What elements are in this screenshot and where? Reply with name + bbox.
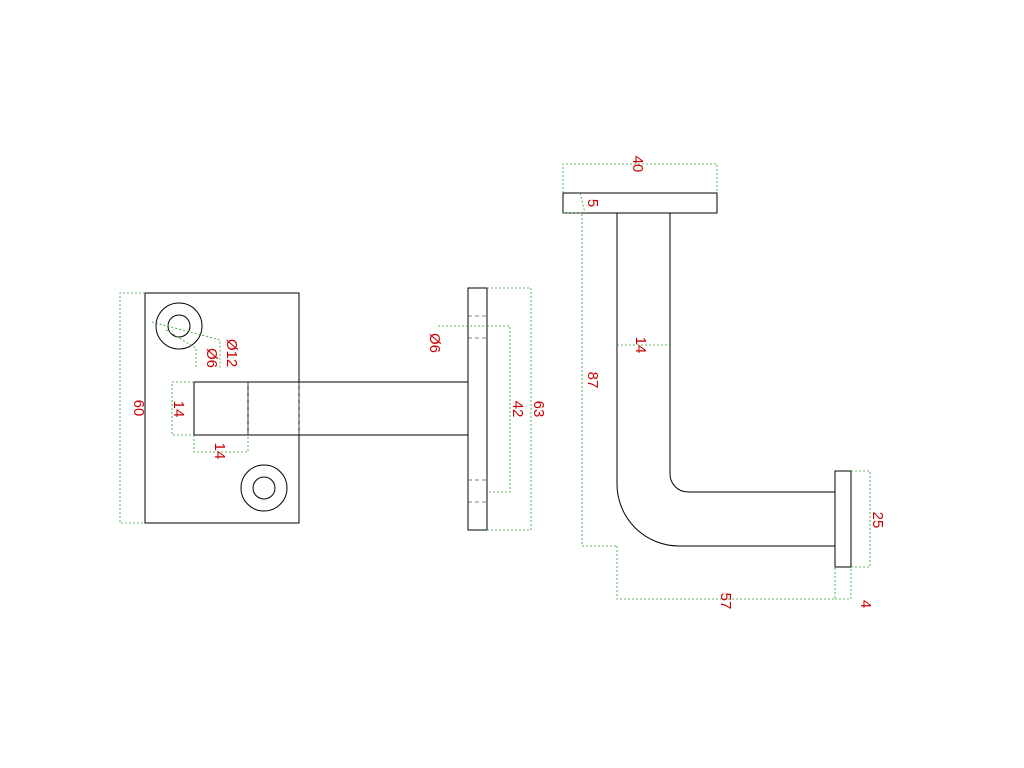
hole-leader-inner [165,329,197,368]
end-plate-thickness-label: 4 [857,600,874,608]
tube-side-h-label: 14 [211,443,228,460]
horizontal-reach-dim [616,546,836,600]
top-plate-width-dim [562,163,718,193]
base-height-dim [119,292,145,524]
front-view-dimension-lines [119,287,532,531]
dimension-labels: 60 Ø12 Ø6 14 14 Ø6 42 63 40 5 14 87 25 5… [130,156,886,610]
total-height-label: 87 [584,372,601,389]
pad-hole-spacing-dim [487,325,511,493]
end-plate [834,470,852,568]
tube-side-h-dim [193,435,249,453]
base-plate [144,292,300,524]
upper-hole-inner [167,314,191,338]
bracket-outer-bend [616,483,680,547]
top-plate-width-label: 40 [629,156,646,173]
lower-hole-outer [240,464,288,512]
bracket-inner-bend [669,473,689,493]
hole-leader [151,321,221,368]
pad-height-dim [487,287,532,531]
base-height-label: 60 [130,400,147,417]
pad-hole-label: Ø6 [426,333,443,353]
front-view [144,287,488,531]
tube-side-v-dim [171,381,194,436]
tube-side-v-label: 14 [170,401,187,418]
end-plate-thickness-dim [835,567,852,600]
top-plate-thickness-label: 5 [584,199,601,207]
side-view [562,192,852,568]
top-plate [562,192,718,214]
square-tube-section [193,381,249,436]
end-plate-height-dim [851,470,871,568]
hole-outer-label: Ø12 [223,339,240,367]
mounting-pad [467,287,488,531]
top-plate-thickness-dim [579,192,586,214]
upper-hole-outer [155,302,203,350]
total-height-dim [563,212,617,547]
pad-hole-spacing-label: 42 [509,401,526,418]
end-plate-height-label: 25 [869,512,886,529]
tube-width-label: 14 [632,337,649,354]
side-view-dimension-lines [562,163,871,600]
hole-inner-label: Ø6 [203,348,220,368]
pad-height-label: 63 [530,401,547,418]
horizontal-reach-label: 57 [717,593,734,610]
lower-hole-inner [252,476,276,500]
